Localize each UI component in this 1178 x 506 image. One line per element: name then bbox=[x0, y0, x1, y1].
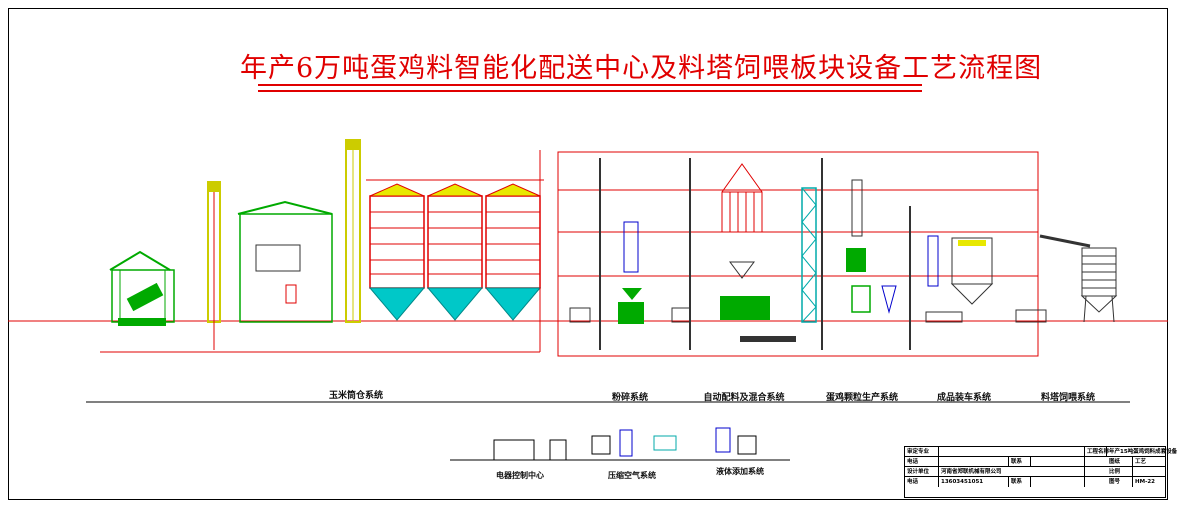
intake-pit bbox=[109, 250, 175, 326]
grinding-equipment bbox=[569, 158, 691, 350]
section-label-batch: 自动配料及混合系统 bbox=[703, 393, 785, 403]
cleaning-house bbox=[237, 200, 333, 323]
title-underline-2 bbox=[258, 90, 922, 92]
tb-cell: 电话 bbox=[905, 457, 939, 467]
silo-2 bbox=[426, 183, 484, 321]
product-loading-equipment bbox=[909, 206, 994, 350]
process-building bbox=[557, 151, 1039, 357]
bucket-elevator-1 bbox=[207, 181, 221, 350]
drawing-frame bbox=[8, 8, 1168, 500]
section-label-crush: 粉碎系统 bbox=[611, 393, 649, 403]
section-label-pellet: 蛋鸡颗粒生产系统 bbox=[825, 393, 899, 403]
tb-cell: 审定专业 bbox=[905, 447, 939, 457]
batching-equipment bbox=[689, 158, 796, 350]
lattice-tower bbox=[801, 187, 817, 323]
tb-scale-label: 比例 bbox=[1107, 467, 1133, 477]
silo-3 bbox=[484, 183, 542, 321]
tb-cell bbox=[939, 457, 1009, 467]
tb-cell: 联系 bbox=[1009, 457, 1031, 467]
title-block: 审定专业 工程名称 年产15吨蛋鸡饲料成套设备 电话 联系 图纸 工艺 设计单位… bbox=[904, 446, 1178, 498]
tb-cell: 电话 bbox=[905, 477, 939, 487]
tb-number-label: 图号 bbox=[1107, 477, 1133, 487]
section-label-feed: 料塔饲喂系统 bbox=[1040, 393, 1096, 403]
aux-label-control: 电器控制中心 bbox=[496, 471, 544, 480]
tb-cell bbox=[1031, 477, 1085, 487]
tb-project-label: 工程名称 bbox=[1087, 447, 1110, 457]
compressor-icon bbox=[591, 429, 677, 457]
tb-scale-value bbox=[1133, 467, 1167, 477]
tb-project-name: 年产15吨蛋鸡饲料成套设备 bbox=[1109, 449, 1178, 455]
title-underline bbox=[258, 84, 922, 86]
tb-number-value: HM-22 bbox=[1135, 479, 1156, 485]
tb-drawing-value: 工艺 bbox=[1135, 459, 1147, 465]
tb-drawing-label: 图纸 bbox=[1107, 457, 1133, 467]
tb-cell bbox=[1031, 457, 1085, 467]
section-label-corn: 玉米筒仓系统 bbox=[328, 391, 384, 401]
section-label-product: 成品装车系统 bbox=[936, 393, 992, 403]
silo-1 bbox=[368, 183, 426, 321]
aux-label-liquid: 液体添加系统 bbox=[716, 467, 764, 476]
feed-tower-equipment bbox=[1015, 234, 1118, 323]
tb-cell: 设计单位 bbox=[905, 467, 939, 477]
pellet-equipment bbox=[821, 158, 897, 350]
tb-cell: 河南省郑联机械有限公司 bbox=[939, 467, 1085, 477]
bucket-elevator-2 bbox=[345, 139, 361, 323]
drawing-title: 年产6万吨蛋鸡料智能化配送中心及料塔饲喂板块设备工艺流程图 bbox=[240, 53, 1043, 84]
liquid-tank-icon bbox=[715, 427, 757, 455]
tb-cell: 13603451051 bbox=[939, 477, 1009, 487]
tb-cell: 联系 bbox=[1009, 477, 1031, 487]
tb-cell bbox=[939, 447, 1085, 457]
aux-label-air: 压缩空气系统 bbox=[608, 471, 656, 480]
control-center-icon bbox=[493, 439, 567, 461]
